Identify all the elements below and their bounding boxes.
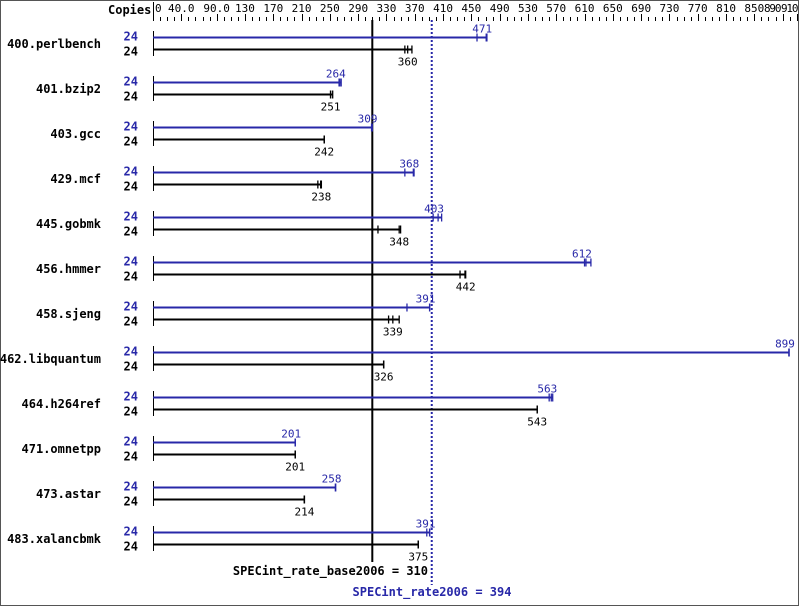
base-value-label: 543 [527, 416, 547, 429]
tick-label: 130 [235, 2, 255, 15]
tick-label: 250 [320, 2, 340, 15]
base-copies: 24 [124, 180, 138, 194]
peak-copies: 24 [124, 255, 138, 269]
peak-copies: 24 [124, 435, 138, 449]
tick-label: 90.0 [203, 2, 230, 15]
tick-label: 290 [348, 2, 368, 15]
tick-label: 370 [405, 2, 425, 15]
tick-label: 890 [764, 2, 781, 15]
base-copies: 24 [124, 315, 138, 329]
tick-label: 810 [716, 2, 736, 15]
peak-value-label: 391 [416, 518, 436, 531]
benchmark-label: 445.gobmk [36, 217, 102, 231]
peak-copies: 24 [124, 345, 138, 359]
base-copies: 24 [124, 450, 138, 464]
peak-copies: 24 [124, 30, 138, 44]
peak-value-label: 264 [326, 68, 346, 81]
base-value-label: 238 [311, 191, 331, 204]
benchmark-label: 400.perlbench [7, 37, 101, 51]
peak-copies: 24 [124, 75, 138, 89]
benchmark-label: 471.omnetpp [22, 442, 101, 456]
tick-label: 850 [744, 2, 764, 15]
axis-label: Copies [108, 3, 151, 17]
base-copies: 24 [124, 495, 138, 509]
benchmark-label: 403.gcc [50, 127, 101, 141]
base-value-label: 348 [389, 236, 409, 249]
peak-copies: 24 [124, 525, 138, 539]
peak-value-label: 391 [416, 293, 436, 306]
benchmark-label: 483.xalancbmk [7, 532, 102, 546]
base-value-label: 251 [321, 101, 341, 114]
peak-value-label: 258 [322, 473, 342, 486]
peak-value-label: 471 [472, 23, 492, 36]
base-copies: 24 [124, 405, 138, 419]
peak-copies: 24 [124, 165, 138, 179]
tick-label: 450 [461, 2, 481, 15]
tick-label: 610 [575, 2, 595, 15]
base-copies: 24 [124, 540, 138, 554]
base-copies: 24 [124, 360, 138, 374]
peak-value-label: 368 [399, 158, 419, 171]
benchmark-label: 464.h264ref [22, 397, 101, 411]
tick-label: 410 [433, 2, 453, 15]
peak-summary-label: SPECint_rate2006 = 394 [353, 585, 512, 600]
tick-label: 330 [377, 2, 397, 15]
peak-copies: 24 [124, 210, 138, 224]
benchmark-label: 401.bzip2 [36, 82, 101, 96]
peak-value-label: 403 [424, 203, 444, 216]
tick-label: 730 [660, 2, 680, 15]
tick-label: 690 [631, 2, 651, 15]
tick-label: 210 [292, 2, 312, 15]
tick-label: 910 [781, 2, 798, 15]
peak-value-label: 612 [572, 248, 592, 261]
tick-label: 490 [490, 2, 510, 15]
benchmark-label: 473.astar [36, 487, 101, 501]
peak-value-label: 899 [775, 338, 795, 351]
tick-label: 570 [546, 2, 566, 15]
peak-copies: 24 [124, 300, 138, 314]
base-value-label: 442 [456, 281, 476, 294]
benchmark-label: 429.mcf [50, 172, 101, 186]
base-summary-label: SPECint_rate_base2006 = 310 [233, 564, 428, 579]
base-value-label: 242 [314, 146, 334, 159]
base-copies: 24 [124, 135, 138, 149]
peak-value-label: 201 [281, 428, 301, 441]
tick-label: 40.0 [168, 2, 195, 15]
peak-value-label: 563 [537, 383, 557, 396]
peak-value-label: 309 [358, 113, 378, 126]
base-copies: 24 [124, 270, 138, 284]
benchmark-label: 458.sjeng [36, 307, 101, 321]
peak-copies: 24 [124, 480, 138, 494]
base-value-label: 201 [285, 461, 305, 474]
tick-label: 650 [603, 2, 623, 15]
base-value-label: 360 [398, 56, 418, 69]
base-copies: 24 [124, 90, 138, 104]
base-value-label: 375 [408, 551, 428, 564]
tick-label: 0 [155, 2, 162, 15]
base-value-label: 214 [294, 506, 314, 519]
base-copies: 24 [124, 45, 138, 59]
benchmark-label: 462.libquantum [0, 352, 101, 366]
tick-label: 770 [688, 2, 708, 15]
base-value-label: 339 [383, 326, 403, 339]
tick-label: 530 [518, 2, 538, 15]
peak-copies: 24 [124, 390, 138, 404]
benchmark-label: 456.hmmer [36, 262, 101, 276]
base-value-label: 326 [374, 371, 394, 384]
peak-copies: 24 [124, 120, 138, 134]
tick-label: 170 [263, 2, 283, 15]
base-copies: 24 [124, 225, 138, 239]
